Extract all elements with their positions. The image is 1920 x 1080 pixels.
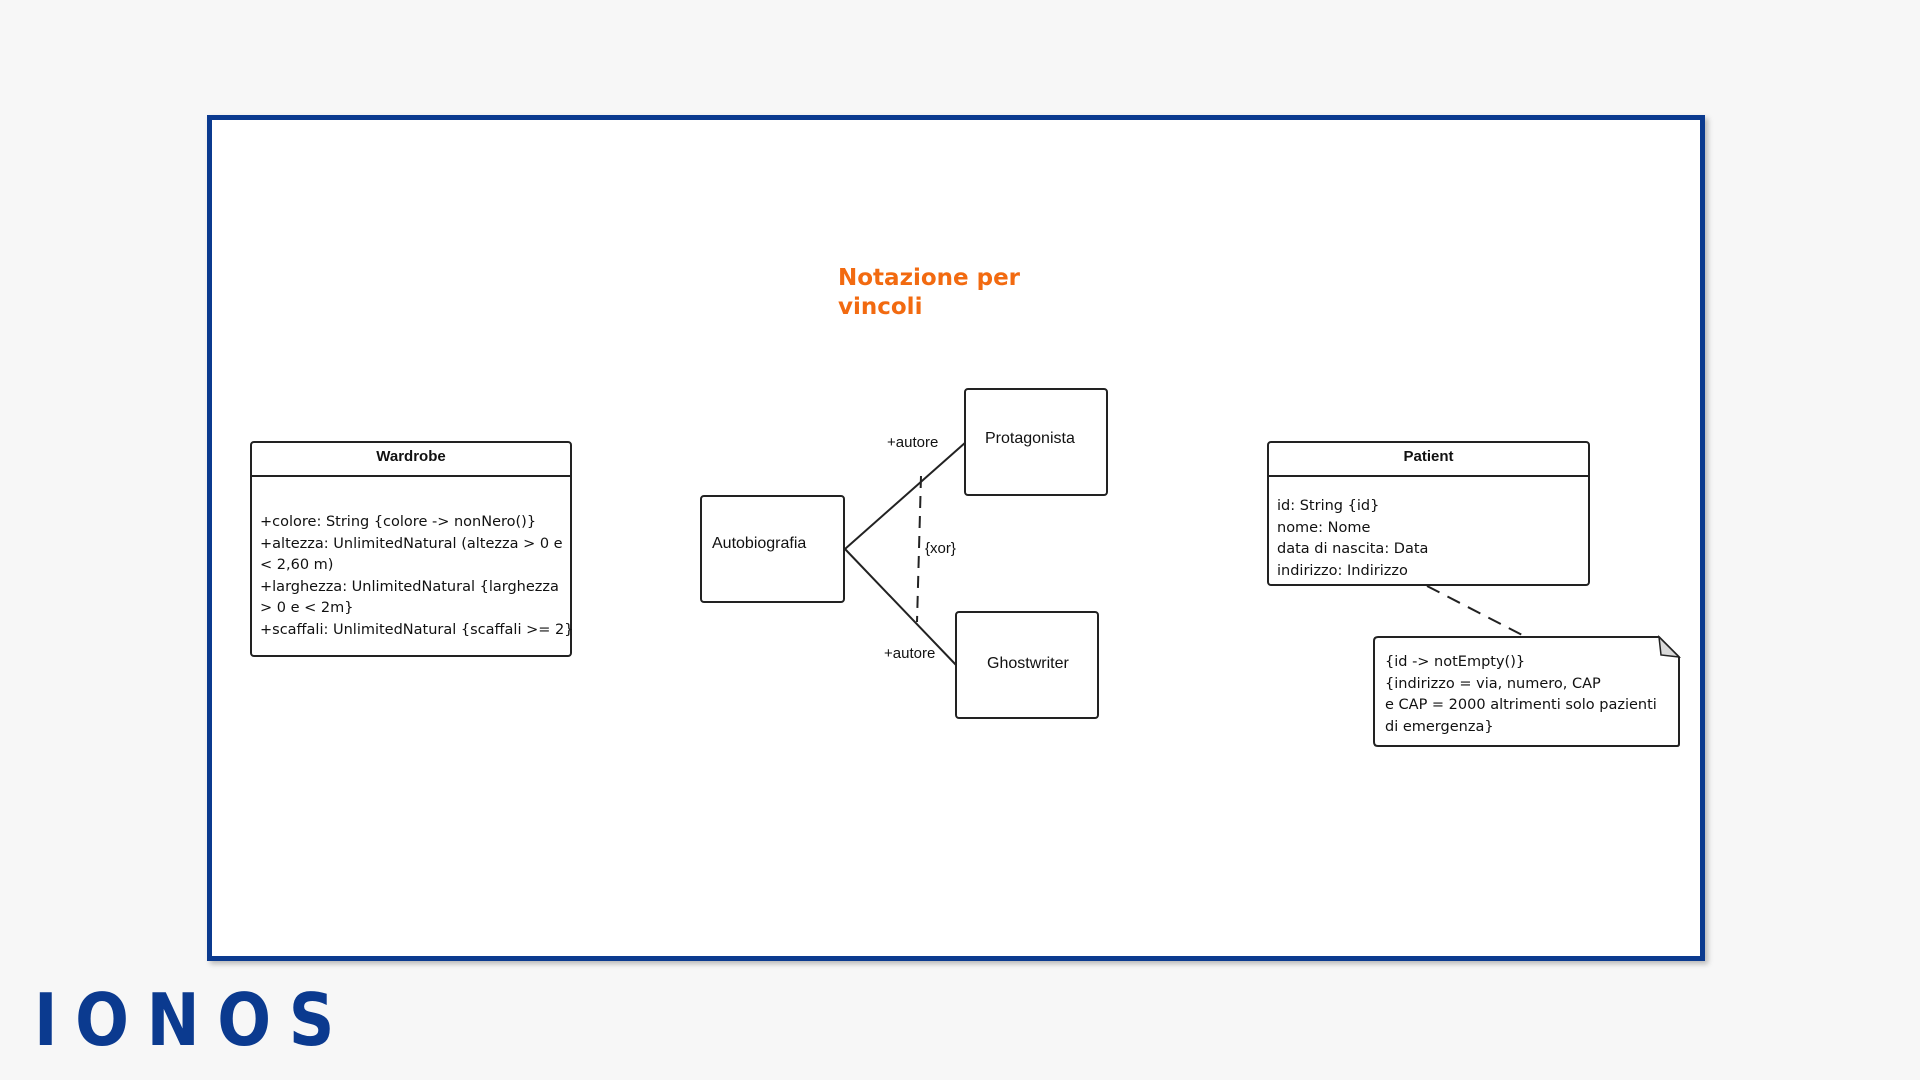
class-patient-name: Patient bbox=[1269, 443, 1588, 477]
role-label-bottom: +autore bbox=[884, 645, 936, 662]
xor-dashed-line bbox=[916, 475, 922, 623]
wardrobe-attribute: +larghezza: UnlimitedNatural {larghezza bbox=[260, 578, 559, 595]
patient-attribute: id: String {id} bbox=[1277, 498, 1380, 514]
diagram-title: Notazione per vincoli bbox=[838, 265, 1021, 320]
constraint-note: {id -> notEmpty()} {indirizzo = via, num… bbox=[1385, 652, 1685, 738]
note-line: {indirizzo = via, numero, CAP bbox=[1385, 675, 1601, 692]
association-ghostwriter bbox=[844, 548, 958, 667]
xor-constraint-label: {xor} bbox=[925, 540, 956, 557]
note-line: di emergenza} bbox=[1385, 718, 1494, 735]
class-autobiografia-label: Autobiografia bbox=[712, 535, 807, 552]
class-protagonista-label: Protagonista bbox=[985, 430, 1075, 447]
patient-attribute: data di nascita: Data bbox=[1277, 541, 1429, 557]
wardrobe-attribute: +scaffali: UnlimitedNatural {scaffali >=… bbox=[260, 621, 574, 638]
note-line: e CAP = 2000 altrimenti solo pazienti bbox=[1385, 697, 1657, 713]
class-ghostwriter: Ghostwriter bbox=[955, 611, 1099, 719]
note-corner-fold bbox=[1658, 634, 1682, 658]
association-protagonista bbox=[844, 441, 967, 550]
wardrobe-attribute: < 2,60 m) bbox=[260, 557, 334, 573]
wardrobe-attribute: +colore: String {colore -> nonNero()} bbox=[260, 514, 537, 530]
note-line: {id -> notEmpty()} bbox=[1385, 654, 1526, 670]
note-shape bbox=[1373, 636, 1680, 747]
class-wardrobe-name: Wardrobe bbox=[252, 443, 570, 477]
class-wardrobe: Wardrobe +colore: String {colore -> nonN… bbox=[250, 441, 574, 657]
patient-attribute: nome: Nome bbox=[1277, 519, 1371, 536]
class-autobiografia: Autobiografia bbox=[700, 495, 845, 603]
wardrobe-attribute: +altezza: UnlimitedNatural (altezza > 0 … bbox=[260, 535, 563, 552]
class-ghostwriter-label: Ghostwriter bbox=[987, 655, 1069, 672]
class-patient: Patient id: String {id} nome: Nome data … bbox=[1267, 441, 1590, 586]
role-label-top: +autore bbox=[887, 434, 939, 451]
wardrobe-attribute: > 0 e < 2m} bbox=[260, 600, 354, 616]
patient-attribute: indirizzo: Indirizzo bbox=[1277, 562, 1408, 579]
ionos-logo: IONOS bbox=[34, 978, 352, 1062]
class-protagonista: Protagonista bbox=[964, 388, 1108, 496]
note-anchor-line bbox=[1426, 585, 1529, 639]
